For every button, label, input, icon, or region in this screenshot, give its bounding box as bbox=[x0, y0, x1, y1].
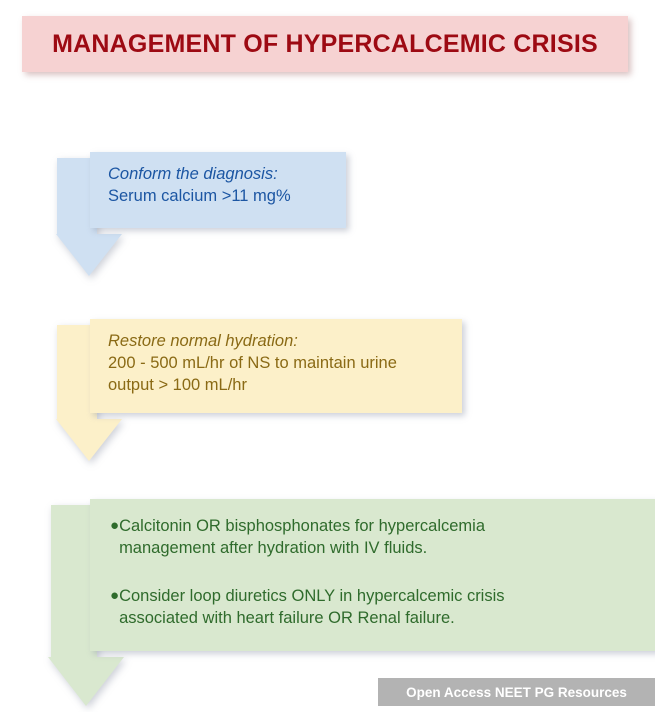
management-bullet-2: ●Consider loop diuretics ONLY in hyperca… bbox=[110, 585, 649, 629]
management-bullet-1-line-1: Calcitonin OR bisphosphonates for hyperc… bbox=[119, 517, 486, 535]
management-bullet-1-line-2: management after hydration with IV fluid… bbox=[119, 539, 428, 558]
watermark-badge: Open Access NEET PG Resources bbox=[378, 678, 655, 706]
bullet-dot-icon: ● bbox=[110, 587, 120, 605]
page-title: MANAGEMENT OF HYPERCALCEMIC CRISIS bbox=[52, 29, 598, 58]
hydration-heading: Restore normal hydration: bbox=[108, 332, 298, 350]
flow-step-hydration: Restore normal hydration: 200 - 500 mL/h… bbox=[50, 319, 470, 469]
down-arrow-icon bbox=[48, 505, 124, 706]
diagnosis-heading: Conform the diagnosis: bbox=[108, 165, 278, 183]
diagnosis-box: Conform the diagnosis: Serum calcium >11… bbox=[90, 152, 346, 228]
hydration-body-line-1: 200 - 500 mL/hr of NS to maintain urine bbox=[108, 353, 397, 372]
management-box: ●Calcitonin OR bisphosphonates for hyper… bbox=[90, 499, 655, 651]
down-arrow-icon bbox=[56, 158, 122, 276]
diagnosis-body: Serum calcium >11 mg% bbox=[108, 186, 291, 205]
page-title-banner: MANAGEMENT OF HYPERCALCEMIC CRISIS bbox=[22, 16, 628, 72]
bullet-dot-icon: ● bbox=[110, 517, 120, 534]
flow-step-diagnosis: Conform the diagnosis: Serum calcium >11… bbox=[50, 152, 350, 284]
flow-step-management: ●Calcitonin OR bisphosphonates for hyper… bbox=[44, 499, 655, 712]
management-bullet-2-line-1: Consider loop diuretics ONLY in hypercal… bbox=[119, 587, 505, 606]
hydration-body-line-2: output > 100 mL/hr bbox=[108, 375, 247, 394]
hydration-box: Restore normal hydration: 200 - 500 mL/h… bbox=[90, 319, 462, 413]
management-bullet-1: ●Calcitonin OR bisphosphonates for hyper… bbox=[110, 515, 649, 559]
watermark-label: Open Access NEET PG Resources bbox=[406, 684, 627, 700]
down-arrow-icon bbox=[56, 325, 122, 461]
management-bullet-2-line-2: associated with heart failure OR Renal f… bbox=[119, 609, 455, 628]
